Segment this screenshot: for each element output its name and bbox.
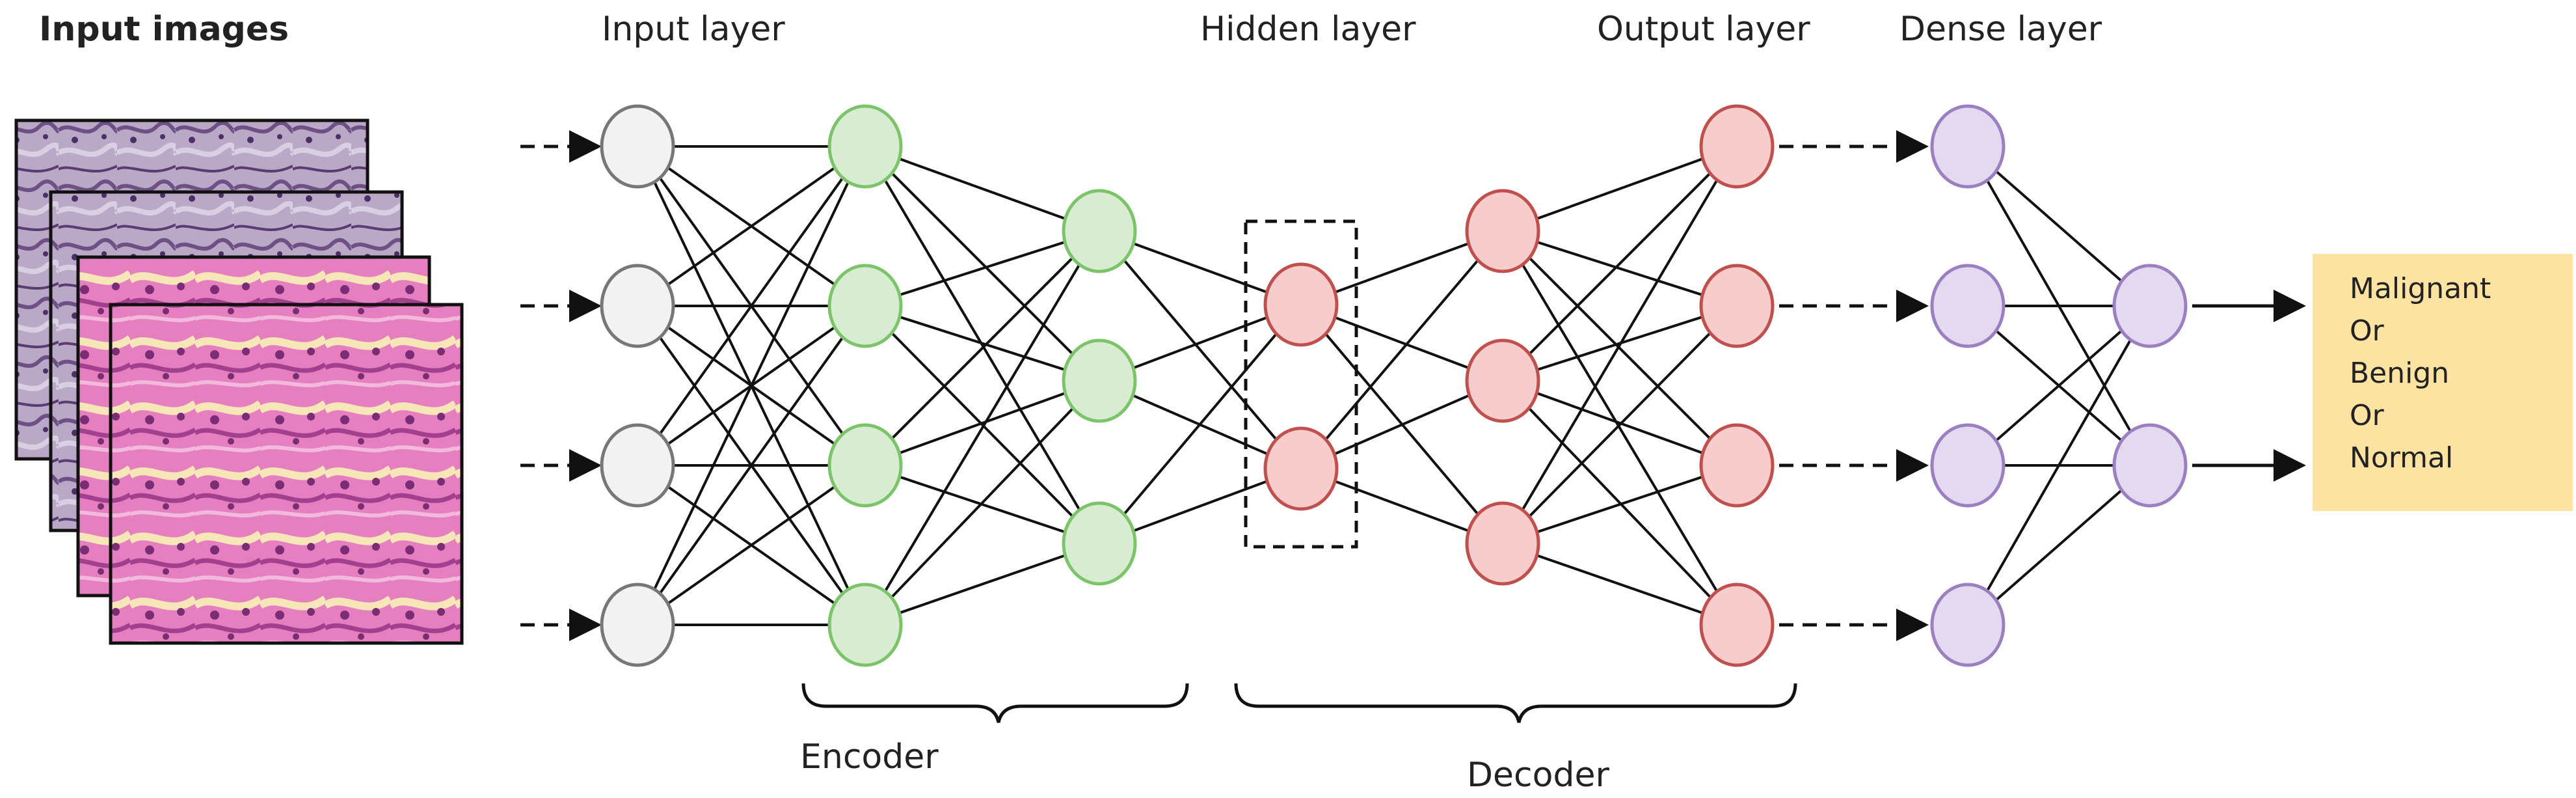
network-connections <box>636 145 2151 626</box>
edge-enc1-3-to-enc2-2 <box>865 542 1100 626</box>
edge-dec1-1-to-output-3 <box>1501 379 1738 626</box>
enc1-node-3 <box>827 583 903 667</box>
edge-input-2-to-enc1-0 <box>636 145 866 467</box>
edge-input-3-to-enc1-1 <box>636 305 866 626</box>
output-label-normal: Normal <box>2350 441 2453 475</box>
edge-enc1-2-to-enc2-1 <box>865 379 1100 467</box>
header-hidden-layer: Hidden layer <box>1200 10 1416 49</box>
edge-enc1-0-to-enc2-1 <box>864 145 1101 382</box>
header-input-layer: Input layer <box>602 10 785 49</box>
dense-node-2 <box>1930 423 2006 508</box>
input-node-2 <box>600 423 675 508</box>
edge-enc2-0-to-hidden-1 <box>1098 230 1302 470</box>
edge-enc1-1-to-enc2-0 <box>865 230 1100 307</box>
edge-dense-3-to-final-0 <box>1966 305 2151 626</box>
enc1-node-2 <box>827 423 903 508</box>
enc1-node-0 <box>827 104 903 189</box>
edge-input-3-to-enc1-2 <box>636 464 866 626</box>
dec1-node-2 <box>1465 501 1540 586</box>
output-label-benign: Benign <box>2350 357 2449 390</box>
edge-dec1-0-to-output-0 <box>1502 145 1737 232</box>
edge-dec1-2-to-output-1 <box>1501 305 1738 545</box>
edge-dec1-0-to-output-3 <box>1501 230 1738 626</box>
enc2-node-0 <box>1062 189 1137 273</box>
output-label-or-2: Or <box>2350 399 2385 432</box>
histology-image-4 <box>109 303 464 645</box>
edge-dec1-2-to-output-3 <box>1502 542 1737 626</box>
input-image-stack <box>14 118 464 645</box>
dense-node-3 <box>1930 583 2006 667</box>
edge-dec1-0-to-output-1 <box>1502 230 1737 307</box>
final-node-1 <box>2112 423 2188 508</box>
edge-enc1-0-to-enc2-2 <box>864 145 1101 545</box>
header-dense-layer: Dense layer <box>1899 10 2102 49</box>
enc2-node-2 <box>1062 501 1137 586</box>
input-node-1 <box>600 264 675 348</box>
edge-dense-0-to-final-0 <box>1966 145 2151 307</box>
edge-dec1-0-to-output-2 <box>1501 230 1738 467</box>
edge-enc2-2-to-hidden-0 <box>1098 303 1302 545</box>
input-node-3 <box>600 583 675 667</box>
edge-dec1-2-to-output-2 <box>1502 464 1737 545</box>
output-node-1 <box>1699 264 1775 348</box>
dense-node-0 <box>1930 104 2006 189</box>
bottleneck-selection-box <box>1244 219 1358 549</box>
edge-enc1-2-to-enc2-0 <box>864 230 1101 467</box>
output-label-malignant: Malignant <box>2350 272 2491 305</box>
decoder-brace <box>1234 683 1797 723</box>
output-node-3 <box>1699 583 1775 667</box>
hidden-node-0 <box>1263 262 1339 347</box>
header-output-layer: Output layer <box>1597 10 1810 49</box>
enc1-node-1 <box>827 264 903 348</box>
dec1-node-1 <box>1465 338 1540 423</box>
edge-enc1-1-to-enc2-2 <box>864 305 1101 545</box>
network-nodes <box>600 104 2188 667</box>
header-input-images: Input images <box>39 10 289 49</box>
dense-node-1 <box>1930 264 2006 348</box>
arrows <box>520 130 2306 641</box>
output-node-0 <box>1699 104 1775 189</box>
edge-enc1-3-to-enc2-0 <box>864 230 1101 626</box>
edge-enc1-1-to-enc2-1 <box>865 305 1100 382</box>
output-classes-box <box>2313 254 2573 511</box>
decoder-label: Decoder <box>1467 756 1609 795</box>
edge-dense-2-to-final-0 <box>1966 305 2151 467</box>
output-node-2 <box>1699 423 1775 508</box>
encoder-label: Encoder <box>800 737 939 777</box>
edge-dec1-1-to-output-0 <box>1501 145 1738 382</box>
encoder-brace <box>801 683 1189 723</box>
dec1-node-0 <box>1465 189 1540 273</box>
edge-dense-3-to-final-1 <box>1966 464 2151 626</box>
edge-enc1-0-to-enc2-0 <box>865 145 1100 232</box>
hidden-node-1 <box>1263 426 1339 511</box>
edge-input-3-to-enc1-0 <box>636 146 866 626</box>
enc2-node-1 <box>1062 338 1137 423</box>
input-node-0 <box>600 104 675 189</box>
edge-dec1-2-to-output-0 <box>1501 145 1738 545</box>
edge-enc1-3-to-enc2-1 <box>864 379 1101 626</box>
edge-input-1-to-enc1-0 <box>636 145 866 307</box>
final-node-0 <box>2112 264 2188 348</box>
edge-hidden-1-to-dec1-0 <box>1300 230 1504 470</box>
output-label-or-1: Or <box>2350 314 2385 348</box>
